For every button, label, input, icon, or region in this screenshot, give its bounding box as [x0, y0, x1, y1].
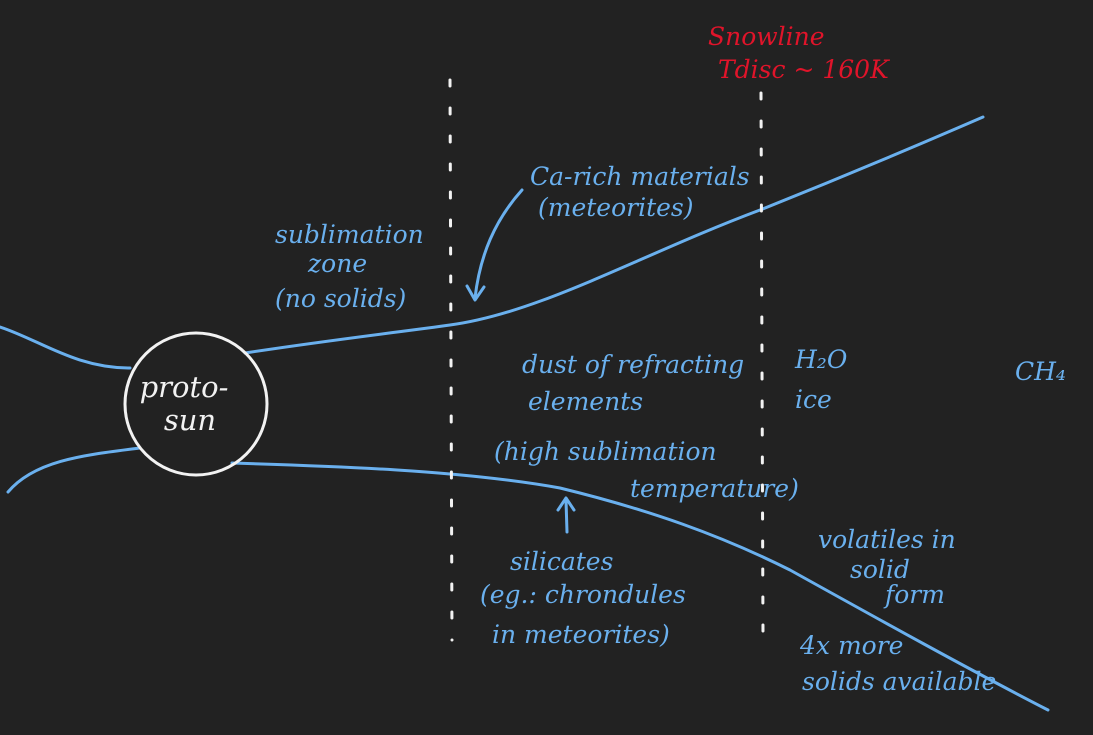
more-solids-label-line2: solids available	[802, 667, 996, 696]
snowline-label: Snowline	[708, 22, 825, 51]
h2o-label: H₂O	[794, 345, 847, 374]
silicates-label-line1: silicates	[510, 547, 613, 576]
ice-label: ice	[795, 385, 832, 414]
volatiles-label-line3: form	[883, 580, 945, 609]
ca-rich-arrow	[473, 188, 524, 300]
dust-label-line3: (high sublimation	[494, 437, 717, 466]
disc-upper-left-edge	[0, 325, 132, 370]
sublimation-zone-label-line2: zone	[307, 249, 367, 278]
dust-label-line1: dust of refracting	[522, 350, 744, 379]
protosun-circle	[123, 331, 269, 477]
disc-upper-right-edge	[243, 115, 985, 355]
volatiles-label-line1: volatiles in	[818, 525, 956, 554]
more-solids-label-line1: 4x more	[799, 631, 903, 660]
sublimation-zone-label-line3: (no solids)	[275, 284, 406, 313]
disc-lower-right-edge	[230, 461, 1050, 712]
ca-rich-arrow-head	[465, 284, 486, 302]
protosun-label-line2: sun	[164, 403, 216, 437]
ch4-label: CH₄	[1015, 357, 1066, 386]
ca-rich-label-line2: (meteorites)	[538, 193, 694, 222]
silicates-arrow	[564, 498, 569, 534]
protosun-label-line1: proto-	[140, 370, 229, 404]
silicates-arrow-head	[556, 496, 576, 512]
dust-label-line2: elements	[528, 387, 643, 416]
dust-label-line4: temperature)	[630, 474, 799, 503]
ca-rich-label-line1: Ca-rich materials	[530, 162, 750, 191]
snowline-dotted-line	[759, 91, 765, 637]
snowline-temperature-label: Tdisc ~ 160K	[718, 55, 890, 84]
silicates-label-line2: (eg.: chrondules	[480, 580, 686, 609]
disc-lower-left-edge	[6, 446, 142, 494]
sublimation-zone-label-line1: sublimation	[275, 220, 424, 249]
volatiles-label-line2: solid	[850, 555, 910, 584]
silicates-label-line3: in meteorites)	[492, 620, 670, 649]
sublimation-boundary-dotted-line	[448, 78, 454, 642]
